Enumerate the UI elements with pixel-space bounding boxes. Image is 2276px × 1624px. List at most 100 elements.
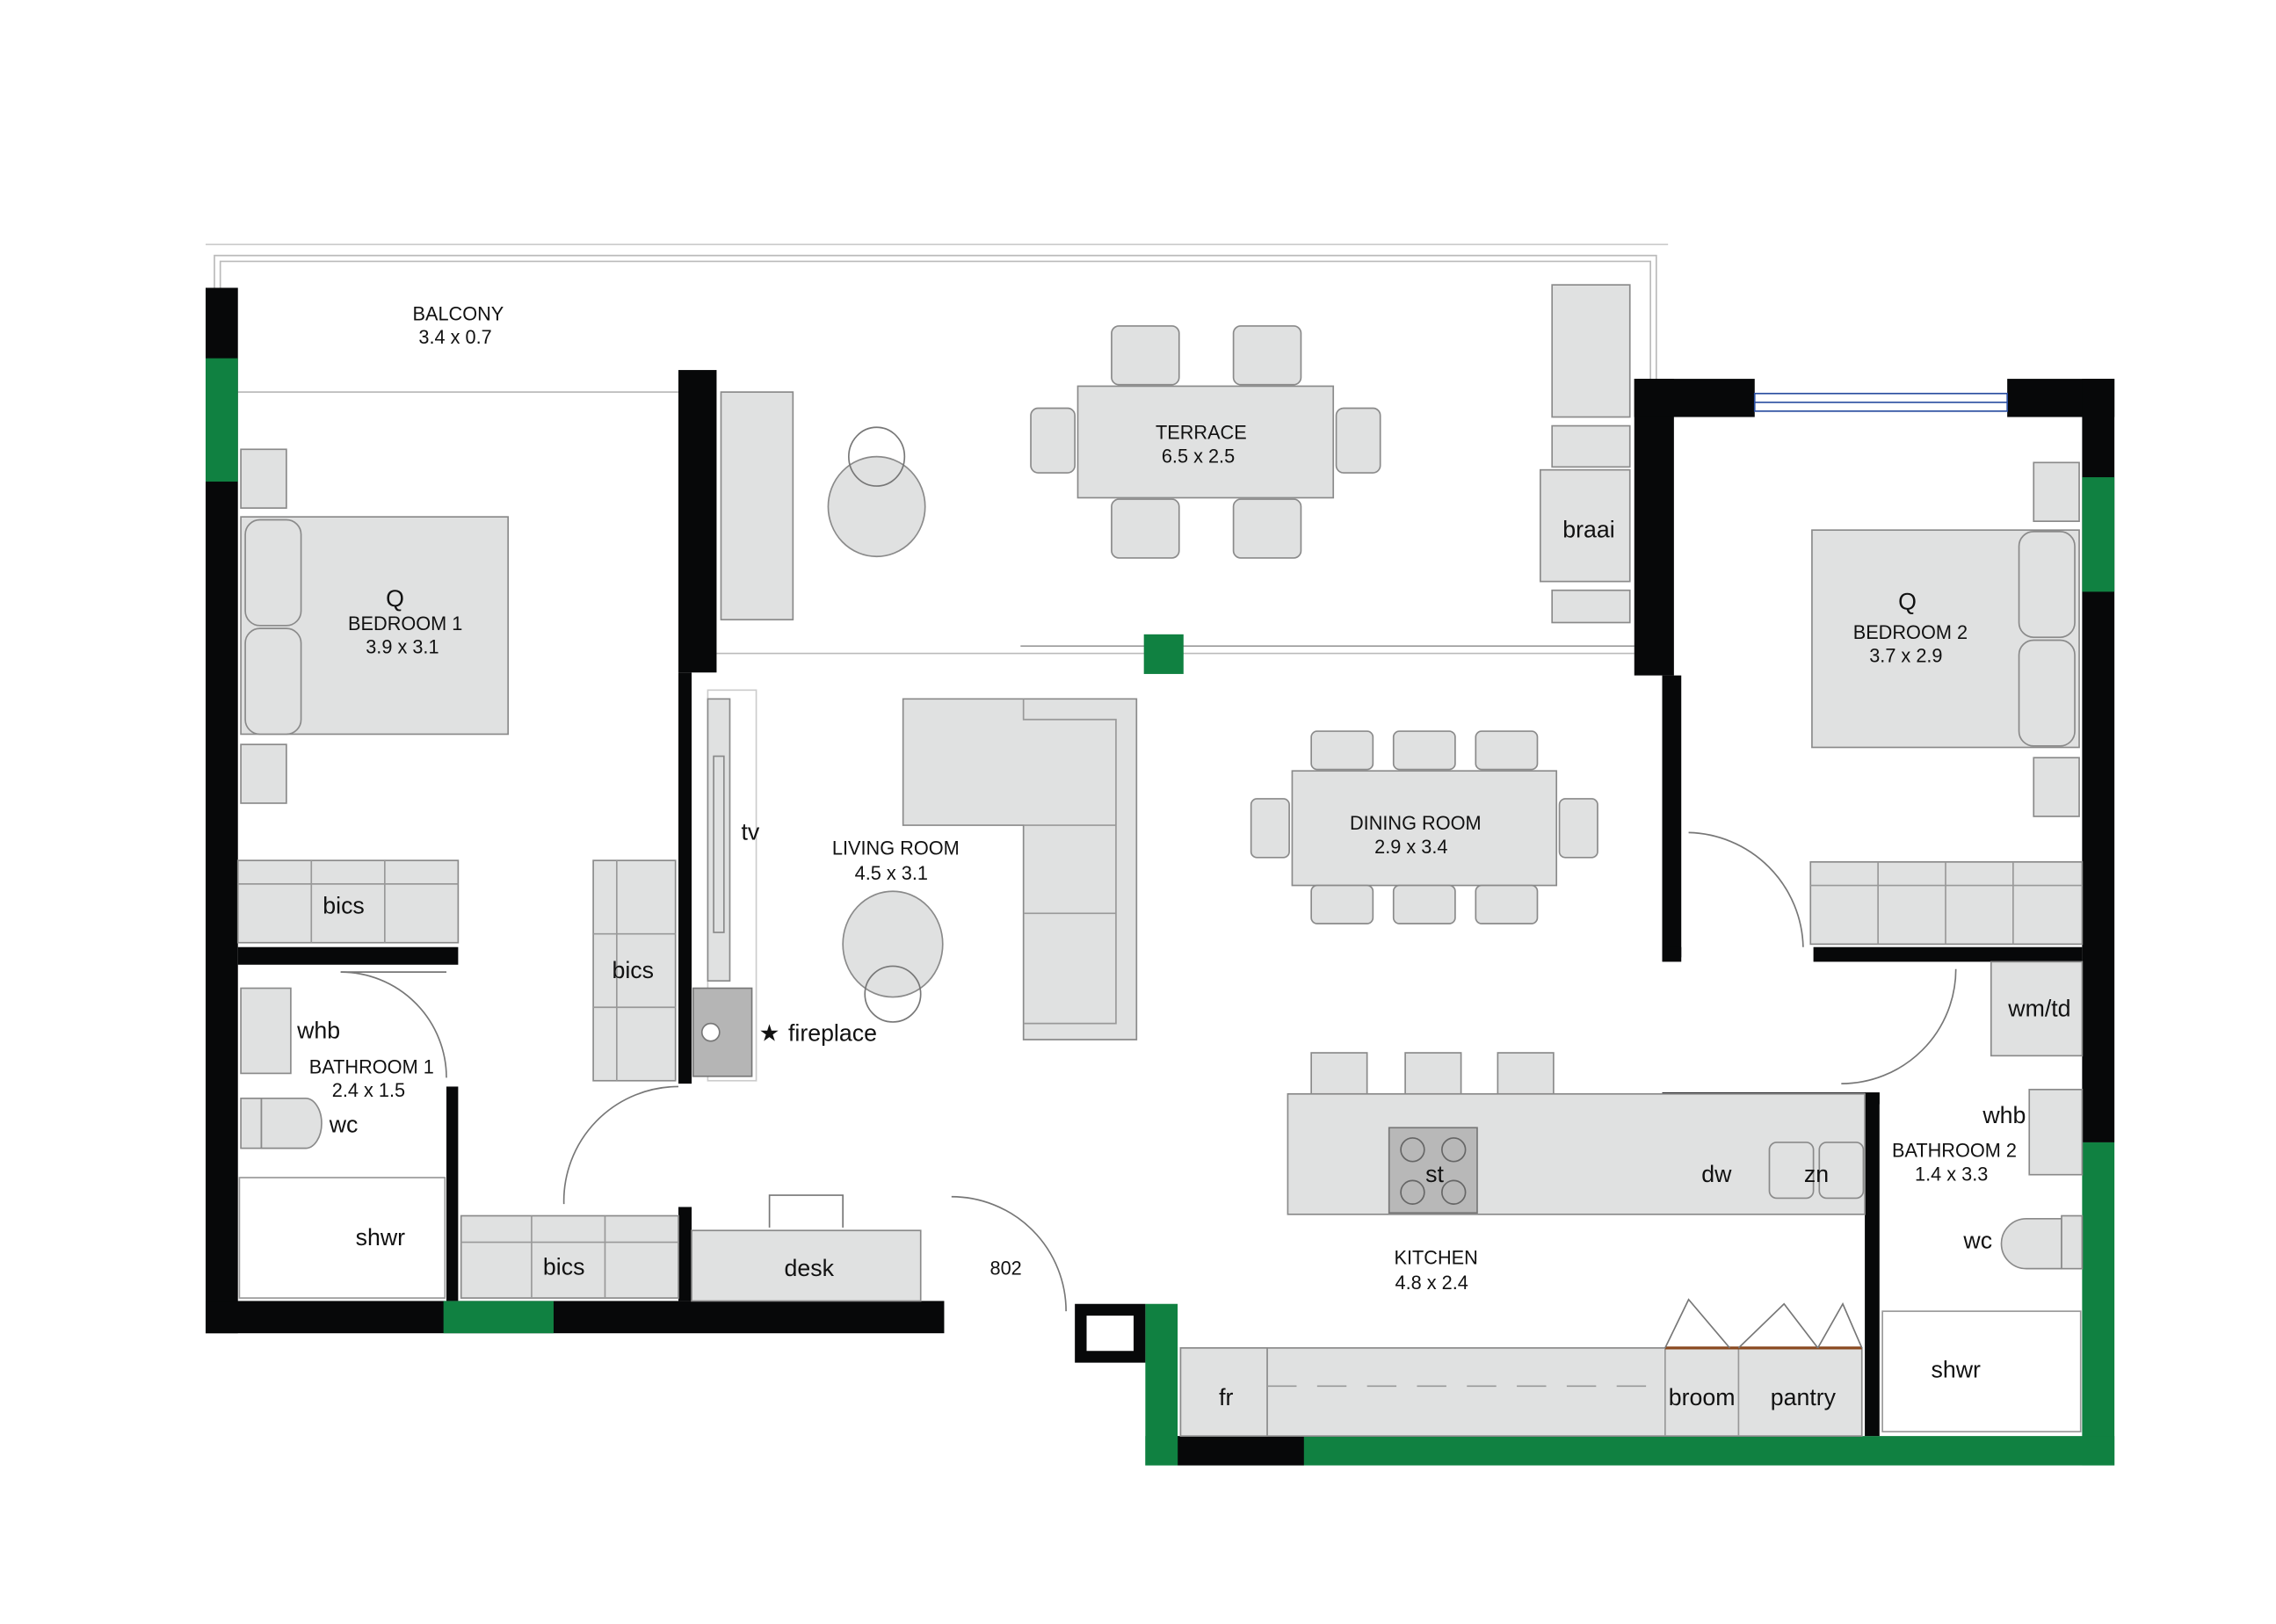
pillow	[244, 627, 302, 736]
sink	[1768, 1142, 1815, 1200]
bics-label: bics	[612, 957, 654, 983]
pillow	[2018, 639, 2076, 747]
shwr-label: shwr	[356, 1224, 406, 1251]
stove-label: st	[1425, 1161, 1444, 1187]
basin	[240, 987, 292, 1075]
braai-unit	[1539, 468, 1631, 583]
shwr-label: shwr	[1931, 1356, 1981, 1382]
built-in-cupboard	[460, 1214, 679, 1299]
green-column	[1143, 634, 1184, 674]
lounger	[720, 391, 794, 620]
bedroom1-size: 3.9 x 3.1	[366, 636, 439, 658]
terrace-name: TERRACE	[1156, 422, 1247, 444]
chair	[1030, 407, 1076, 474]
chair	[1335, 407, 1381, 474]
balcony-name: BALCONY	[412, 302, 504, 324]
sink-label: zn	[1804, 1161, 1829, 1187]
bathroom2-size: 1.4 x 3.3	[1915, 1163, 1988, 1185]
bathroom1-name: BATHROOM 1	[309, 1055, 434, 1077]
toilet	[2000, 1218, 2062, 1270]
living-name: LIVING ROOM	[832, 837, 960, 859]
green-wall-segment	[1145, 1303, 1178, 1466]
chair	[1392, 884, 1456, 924]
unit-number: 802	[989, 1257, 1021, 1279]
green-wall-segment	[2082, 477, 2115, 592]
chair	[1558, 798, 1598, 859]
shower	[1881, 1310, 2082, 1432]
braai-label: braai	[1562, 517, 1614, 543]
coffee-table	[842, 890, 944, 998]
terrace-size: 6.5 x 2.5	[1162, 445, 1235, 467]
bed-size-bedroom2: Q	[1898, 588, 1917, 614]
wc-label: wc	[1962, 1227, 1992, 1253]
bathroom2-name: BATHROOM 2	[1892, 1140, 2017, 1162]
fixture-labels: braai bics bics bics tv ★ fireplace whb …	[296, 517, 2070, 1410]
green-wall-segment	[1145, 1436, 2115, 1466]
green-wall-segment	[2082, 1142, 2115, 1466]
dining-table	[1291, 770, 1558, 887]
chair	[1111, 498, 1180, 559]
wm-td-label: wm/td	[2007, 995, 2070, 1021]
chair	[1475, 730, 1539, 771]
broom-label: broom	[1669, 1384, 1736, 1410]
sink	[1818, 1142, 1865, 1200]
bedside-table	[2033, 757, 2080, 817]
toilet	[260, 1097, 323, 1149]
fireplace-star-icon: ★	[759, 1020, 780, 1047]
wc-label: wc	[329, 1111, 359, 1137]
bedroom2-name: BEDROOM 2	[1853, 621, 1968, 643]
stool	[1497, 1052, 1555, 1095]
kitchen-name: KITCHEN	[1395, 1247, 1478, 1269]
bedside-table	[240, 448, 287, 509]
shower	[238, 1177, 446, 1299]
counter	[1179, 1347, 1863, 1437]
bics-label: bics	[543, 1253, 585, 1280]
whb-label: whb	[296, 1017, 340, 1043]
dining-size: 2.9 x 3.4	[1374, 836, 1447, 858]
chair	[1111, 325, 1180, 386]
basin	[2028, 1088, 2084, 1176]
dishwasher-label: dw	[1701, 1161, 1732, 1187]
walls	[205, 287, 2115, 1466]
balcony-size: 3.4 x 0.7	[418, 326, 491, 348]
bedside-table	[2033, 461, 2080, 522]
built-in-cupboard	[236, 859, 460, 944]
pillow	[244, 518, 302, 627]
desk	[691, 1229, 922, 1302]
tv	[713, 755, 725, 933]
bedroom1-name: BEDROOM 1	[348, 613, 462, 634]
sofa	[902, 698, 1138, 1040]
stool	[1310, 1052, 1368, 1095]
fridge	[1179, 1347, 1268, 1437]
terrace-railing	[205, 243, 1669, 655]
chair	[1310, 884, 1374, 924]
whb-label: whb	[1982, 1102, 2026, 1128]
pantry-label: pantry	[1771, 1384, 1837, 1410]
built-in-cupboard	[592, 859, 677, 1082]
bedroom2-size: 3.7 x 2.9	[1869, 645, 1942, 667]
tv-label: tv	[741, 819, 759, 845]
green-wall-segment	[443, 1301, 554, 1334]
bed-size-bedroom1: Q	[386, 585, 404, 612]
chair	[1232, 498, 1302, 559]
bedside-table	[240, 743, 287, 804]
living-size: 4.5 x 3.1	[855, 862, 928, 884]
fireplace-label: fireplace	[788, 1020, 877, 1047]
kitchen-size: 4.8 x 2.4	[1395, 1272, 1468, 1294]
terrace-table	[1076, 385, 1335, 499]
washing-machine	[1990, 961, 2084, 1057]
desk-label: desk	[784, 1255, 834, 1281]
dining-name: DINING ROOM	[1350, 812, 1482, 834]
room-labels: BALCONY 3.4 x 0.7 TERRACE 6.5 x 2.5 Q BE…	[309, 302, 2017, 1294]
stool	[1404, 1052, 1462, 1095]
chair	[1392, 730, 1456, 771]
chair	[1250, 798, 1290, 859]
chair	[1475, 884, 1539, 924]
fridge-label: fr	[1219, 1384, 1233, 1410]
chair	[1232, 325, 1302, 386]
counter	[1551, 284, 1631, 418]
chair	[1310, 730, 1374, 771]
furniture	[236, 284, 2084, 1437]
pillow	[2018, 531, 2076, 638]
